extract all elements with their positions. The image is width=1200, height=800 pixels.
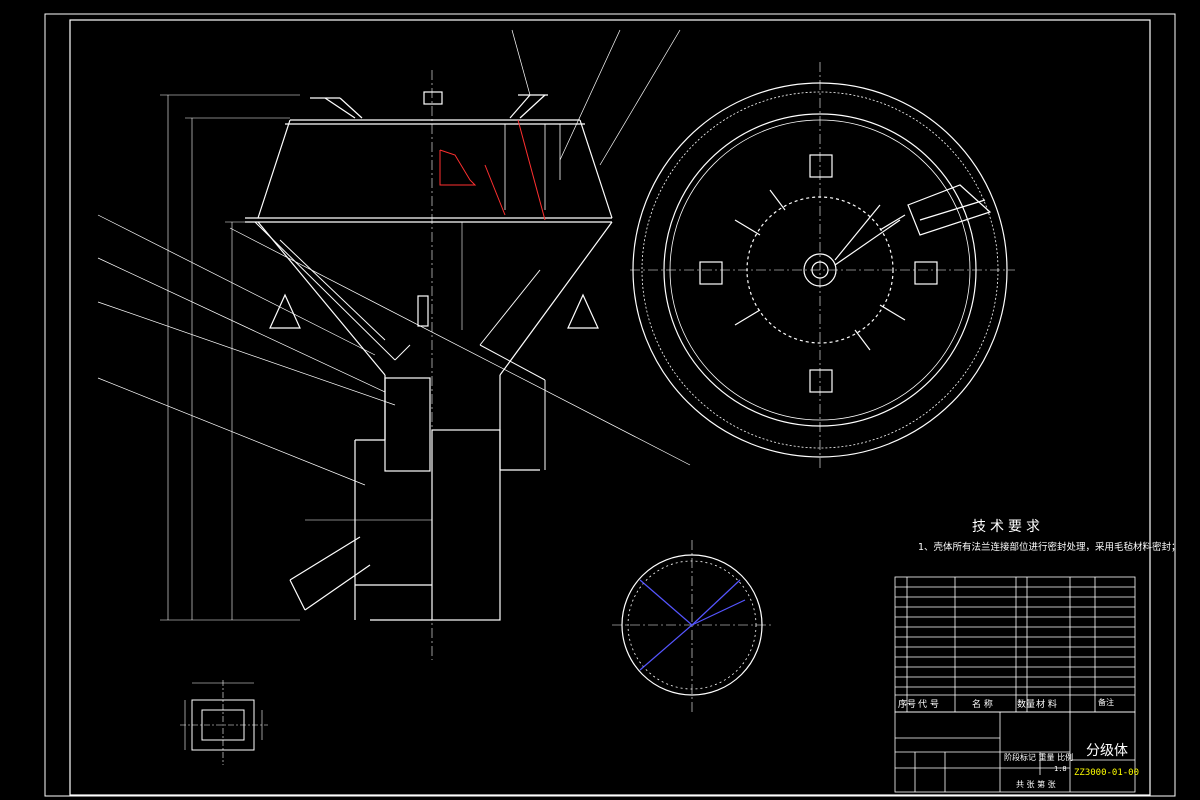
- title-block-stage-label: 阶段标记 重量 比例: [1004, 753, 1074, 762]
- technical-requirements-title: 技术要求: [972, 519, 1044, 535]
- outer-frame: [44, 13, 1176, 797]
- top-view: [632, 82, 1008, 458]
- leader-lines: [97, 29, 691, 486]
- red-parts: [439, 119, 546, 221]
- section-view: [621, 554, 763, 696]
- parts-header-name: 名 称: [972, 700, 993, 710]
- scale-value: 1:8: [1054, 765, 1067, 773]
- parts-header-seq: 序号: [898, 700, 917, 710]
- title-block-sheets-label: 共 张 第 张: [1016, 780, 1056, 789]
- parts-header-qty: 数量: [1017, 700, 1036, 710]
- parts-header-material: 材 料: [1036, 700, 1057, 710]
- detail-view: [180, 680, 268, 765]
- front-view: [245, 91, 613, 621]
- technical-requirement-item: 1、壳体所有法兰连接部位进行密封处理，采用毛毡材料密封；: [918, 542, 1181, 553]
- dimension-lines: [160, 94, 463, 621]
- parts-list: [894, 576, 1136, 713]
- drawing-number: ZZ3000-01-00: [1074, 768, 1140, 778]
- drawing-name: 分级体: [1086, 743, 1128, 759]
- inner-frame: [69, 19, 1151, 796]
- title-block: [894, 711, 1136, 793]
- parts-header-code: 代 号: [918, 700, 939, 710]
- parts-header-note: 备注: [1098, 698, 1114, 707]
